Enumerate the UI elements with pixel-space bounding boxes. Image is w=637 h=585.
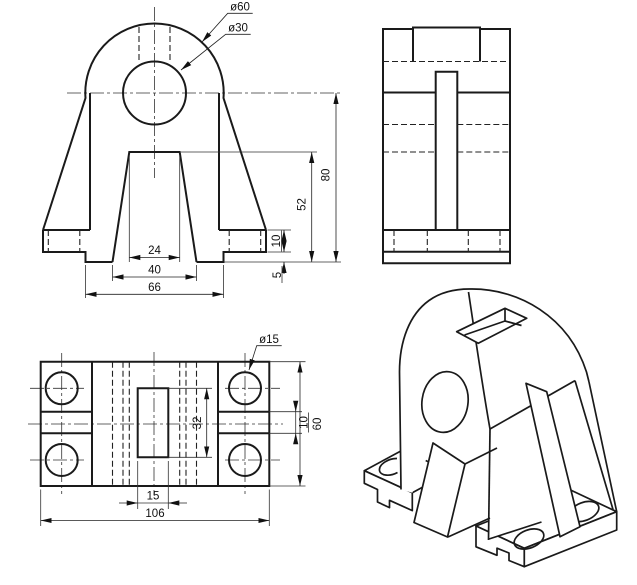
top-hole-centerlines xyxy=(30,387,280,461)
dim-text-66: 66 xyxy=(148,282,161,294)
top-vertical-centerlines xyxy=(61,352,246,495)
iso-right-leg-bottom-edge xyxy=(488,521,542,540)
top-extension-lines xyxy=(40,361,306,526)
side-rib-outline xyxy=(434,70,459,230)
front-leg-inner-edges xyxy=(89,93,220,230)
leader-dia30 xyxy=(180,33,251,71)
dim-text-80: 80 xyxy=(321,169,333,182)
front-tunnel-outline xyxy=(111,151,198,263)
front-extension-lines xyxy=(85,151,341,298)
side-view xyxy=(382,26,511,265)
dim-text-32: 32 xyxy=(192,417,204,430)
dim-text-40: 40 xyxy=(148,265,161,277)
front-hole-hidden-lines xyxy=(47,230,262,252)
dim-text-dia30: ø30 xyxy=(228,23,248,35)
iso-arch-front-edge xyxy=(467,291,491,430)
iso-bore-ellipse xyxy=(420,370,470,434)
dim-text-106: 106 xyxy=(145,508,164,520)
dim-text-5: 5 xyxy=(272,272,284,278)
top-view: ø15 32 10 60 15 106 xyxy=(28,334,324,526)
dim-text-24: 24 xyxy=(148,245,161,257)
side-outline xyxy=(382,26,511,265)
dim-text-52: 52 xyxy=(297,198,309,211)
top-leg-edges xyxy=(91,361,219,486)
top-hole-2 xyxy=(44,443,79,477)
dim-text-15: 15 xyxy=(147,491,160,503)
iso-tunnel-floor-edge xyxy=(447,517,491,538)
top-hole-1 xyxy=(44,371,79,406)
iso-tunnel-top-edge xyxy=(464,447,498,465)
iso-right-pad-side xyxy=(523,510,618,568)
iso-arch-silhouette xyxy=(398,288,590,490)
leader-dia60 xyxy=(201,12,253,43)
iso-right-pad-hole-1 xyxy=(513,528,545,550)
side-base-lines xyxy=(383,229,510,253)
iso-left-pad-front xyxy=(363,469,414,512)
dim-text-dia15: ø15 xyxy=(259,334,279,346)
front-dim-underlines xyxy=(281,230,283,283)
front-view: ø60 ø30 24 40 66 52 80 10 5 xyxy=(42,2,341,298)
front-arch-outline xyxy=(42,22,267,231)
iso-right-slant-front xyxy=(574,380,614,510)
side-slot-edges xyxy=(412,29,481,62)
top-slot-outline xyxy=(136,387,170,459)
dim-text-60: 60 xyxy=(312,418,324,431)
iso-rib xyxy=(525,382,581,538)
isometric-view xyxy=(363,288,618,568)
top-hole-3 xyxy=(228,371,262,406)
front-slot-hidden-lines xyxy=(138,27,171,63)
iso-tunnel-right-edge xyxy=(487,428,491,541)
side-base-hole-hidden xyxy=(393,230,501,252)
dim-text-10-top: 10 xyxy=(299,416,311,429)
top-notch-edges xyxy=(40,410,270,435)
iso-right-slant-back xyxy=(588,381,618,512)
leader-dia15 xyxy=(248,345,282,371)
front-bottom-profile xyxy=(42,230,267,263)
dim-text-10: 10 xyxy=(271,235,283,248)
dim-text-dia60: ø60 xyxy=(230,2,250,14)
iso-arch-mass xyxy=(399,288,589,493)
top-hole-4 xyxy=(228,443,262,477)
iso-top-slot-depth-edges xyxy=(464,308,522,336)
front-bore-circle xyxy=(122,60,187,126)
iso-tunnel-left-wall xyxy=(413,442,466,538)
iso-left-pad-hole xyxy=(378,457,398,476)
